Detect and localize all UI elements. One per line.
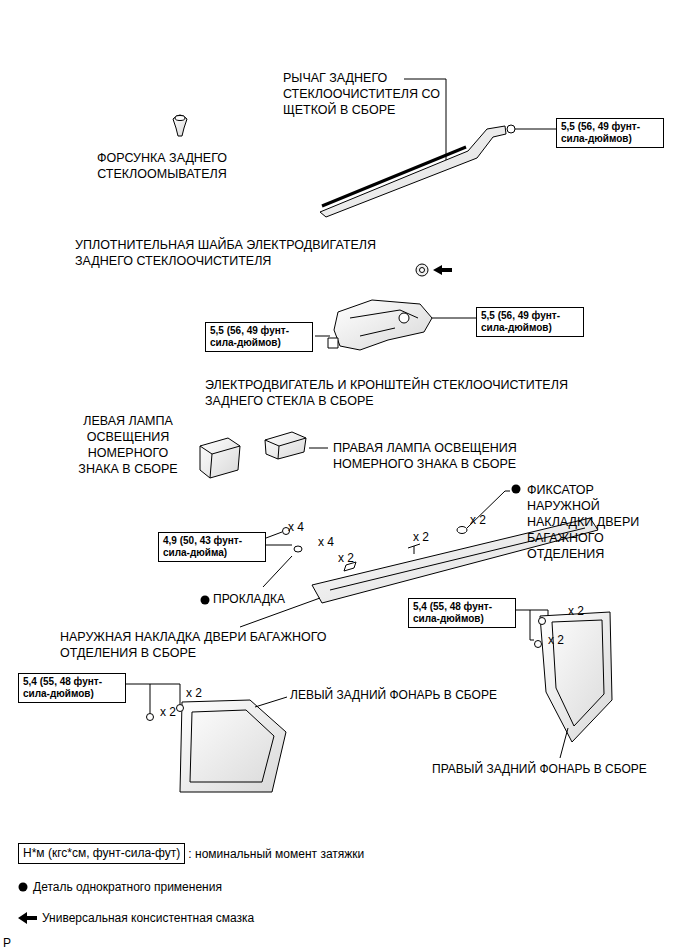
part-label: ЛЕВЫЙ ЗАДНИЙ ФОНАРЬ В СБОРЕ [290,688,497,702]
part-name: ЛЕВАЯ ЛАМПА ОСВЕЩЕНИЯ НОМЕРНОГО ЗНАКА В … [68,413,188,477]
part-name: НАРУЖНАЯ НАКЛАДКА ДВЕРИ БАГАЖНОГО ОТДЕЛЕ… [60,629,390,661]
torque-value: 5,4 (55, 48 фунт-сила-дюймов) [23,676,121,700]
part-label: x 2 [186,686,202,700]
part-label: x 2 [413,530,429,544]
torque-box: 5,5 (56, 49 фунт-сила-дюймов) [556,118,664,148]
torque-value: 5,5 (56, 49 фунт-сила-дюймов) [481,310,579,334]
license-lamp-right [265,432,328,459]
torque-box: 5,5 (56, 49 фунт-сила-дюймов) [476,307,584,337]
part-label: x 4 [318,535,334,549]
part-label: x 2 [470,513,486,527]
part-name: ФОРСУНКА ЗАДНЕГО СТЕКЛООМЫВАТЕЛЯ [82,150,242,182]
tail-lamp-left [125,684,287,792]
tail-lamp-right [515,610,612,758]
one-time-dot [512,485,521,494]
torque-value: Н*м (кгс*см, фунт-сила-фут) [23,846,180,861]
part-label: x 2 [160,705,176,719]
part-name: РЫЧАГ ЗАДНЕГО СТЕКЛООЧИСТИТЕЛЯ СО ЩЕТКОЙ… [283,70,448,118]
part-name: УПЛОТНИТЕЛЬНАЯ ШАЙБА ЭЛЕКТРОДВИГАТЕЛЯ ЗА… [75,237,410,269]
part-name: ЭЛЕКТРОДВИГАТЕЛЬ И КРОНШТЕЙН СТЕКЛООЧИСТ… [205,377,605,409]
torque-value: 5,4 (55, 48 фунт-сила-дюймов) [413,601,511,625]
part-label: ПРАВЫЙ ЗАДНИЙ ФОНАРЬ В СБОРЕ [432,762,647,776]
part-label: ПРОКЛАДКА [213,592,285,606]
washer-nozzle [173,115,187,136]
part-label: x 2 [568,604,584,618]
torque-box: 5,5 (56, 49 фунт-сила-дюймов) [205,322,313,352]
legend-text: Универсальная консистентная смазка [42,911,254,926]
seal-washer [416,264,452,276]
torque-box: 4,9 (50, 43 фунт-сила-дюйма) [158,532,266,562]
legend-arrow [18,912,37,924]
torque-value: 5,5 (56, 49 фунт-сила-дюймов) [561,121,659,145]
torque-value: 4,9 (50, 43 фунт-сила-дюйма) [163,535,261,559]
license-lamp-left [200,438,240,478]
legend-text: Деталь однократного применения [33,880,222,895]
part-name: ФИКСАТОР НАРУЖНОЙ НАКЛАДКИ ДВЕРИ БАГАЖНО… [527,482,662,562]
legend-text: : номинальный момент затяжки [188,847,364,862]
torque-value: 5,5 (56, 49 фунт-сила-дюймов) [210,325,308,349]
legend-torque-box: Н*м (кгс*см, фунт-сила-фут) [18,843,185,864]
legend-dot [19,883,28,892]
part-label: P [3,936,11,950]
one-time-dot [201,596,210,605]
torque-box: 5,4 (55, 48 фунт-сила-дюймов) [408,598,516,628]
part-label: x 4 [288,520,304,534]
part-name: ПРАВАЯ ЛАМПА ОСВЕЩЕНИЯ НОМЕРНОГО ЗНАКА В… [333,440,548,472]
part-label: x 2 [338,551,354,565]
part-label: x 2 [548,633,564,647]
torque-box: 5,4 (55, 48 фунт-сила-дюймов) [18,673,126,703]
wiper-motor [315,300,476,350]
